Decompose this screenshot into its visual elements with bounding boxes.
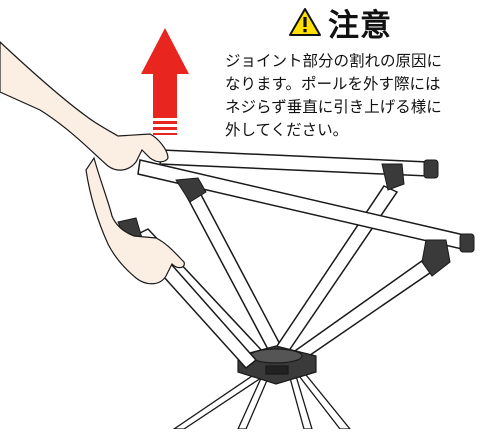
caution-heading: 注意 [288, 0, 392, 44]
lower-hand [85, 156, 185, 285]
caution-line: ジョイント部分の割れの原因に [225, 52, 443, 70]
caution-title: 注意 [328, 7, 392, 44]
top-tubes [137, 149, 465, 250]
crossing-tubes [134, 185, 442, 365]
center-hub [237, 345, 317, 385]
caution-line: なります。ポールを外す際には [225, 75, 441, 93]
warning-triangle-icon [289, 8, 321, 36]
caution-text: ジョイント部分の割れの原因に なります。ポールを外す際には ネジらず垂直に引き上… [225, 50, 481, 142]
upper-hand [0, 41, 169, 171]
tube-end-caps [423, 159, 475, 253]
arrow-up-icon [141, 28, 189, 135]
caution-line: ネジらず垂直に引き上げる様に [225, 98, 442, 116]
caution-line: 外してください。 [225, 121, 349, 139]
